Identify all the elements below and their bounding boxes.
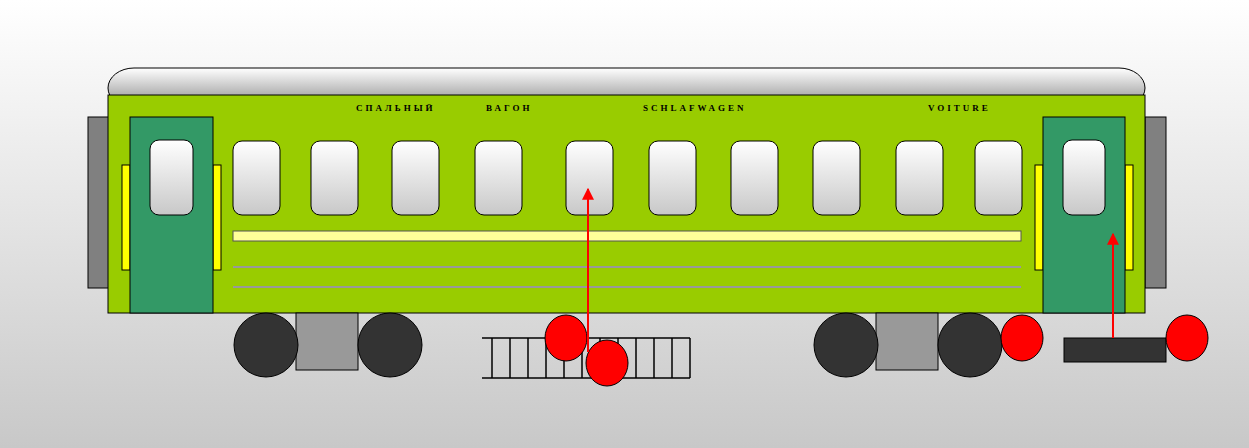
door-strip	[1035, 165, 1043, 270]
body-line	[233, 266, 1021, 268]
window	[731, 141, 778, 215]
red-marker	[1001, 315, 1043, 361]
bogie-frame	[296, 313, 358, 370]
buffer	[88, 117, 110, 288]
door-strip	[213, 165, 221, 270]
wheel	[234, 313, 298, 377]
wheel	[358, 313, 422, 377]
window	[649, 141, 696, 215]
window	[566, 141, 613, 215]
stripe	[233, 231, 1021, 241]
window	[896, 141, 943, 215]
car-lettering: ВАГОН	[486, 102, 532, 114]
car-lettering: СПАЛЬНЫЙ	[356, 102, 436, 114]
red-arrow	[587, 189, 589, 352]
red-marker	[1166, 315, 1208, 361]
window	[311, 141, 358, 215]
window	[233, 141, 280, 215]
red-marker	[586, 340, 628, 386]
door-strip	[122, 165, 130, 270]
window	[392, 141, 439, 215]
door	[130, 117, 213, 313]
wheel	[814, 313, 878, 377]
step-bar	[1064, 338, 1166, 362]
body-line	[233, 286, 1021, 288]
car-body	[108, 95, 1145, 313]
wheel	[938, 313, 1002, 377]
door-window	[150, 140, 193, 215]
door-window	[1063, 140, 1105, 215]
window	[475, 141, 522, 215]
car-lettering: VOITURE	[928, 102, 991, 114]
windows	[233, 141, 1022, 215]
window	[975, 141, 1022, 215]
car-lettering: SCHLAFWAGEN	[643, 102, 747, 114]
red-arrow	[1112, 234, 1114, 338]
window	[813, 141, 860, 215]
door-strip	[1125, 165, 1133, 270]
bogie-frame	[876, 313, 938, 370]
red-marker	[545, 315, 587, 361]
buffer	[1145, 117, 1166, 288]
